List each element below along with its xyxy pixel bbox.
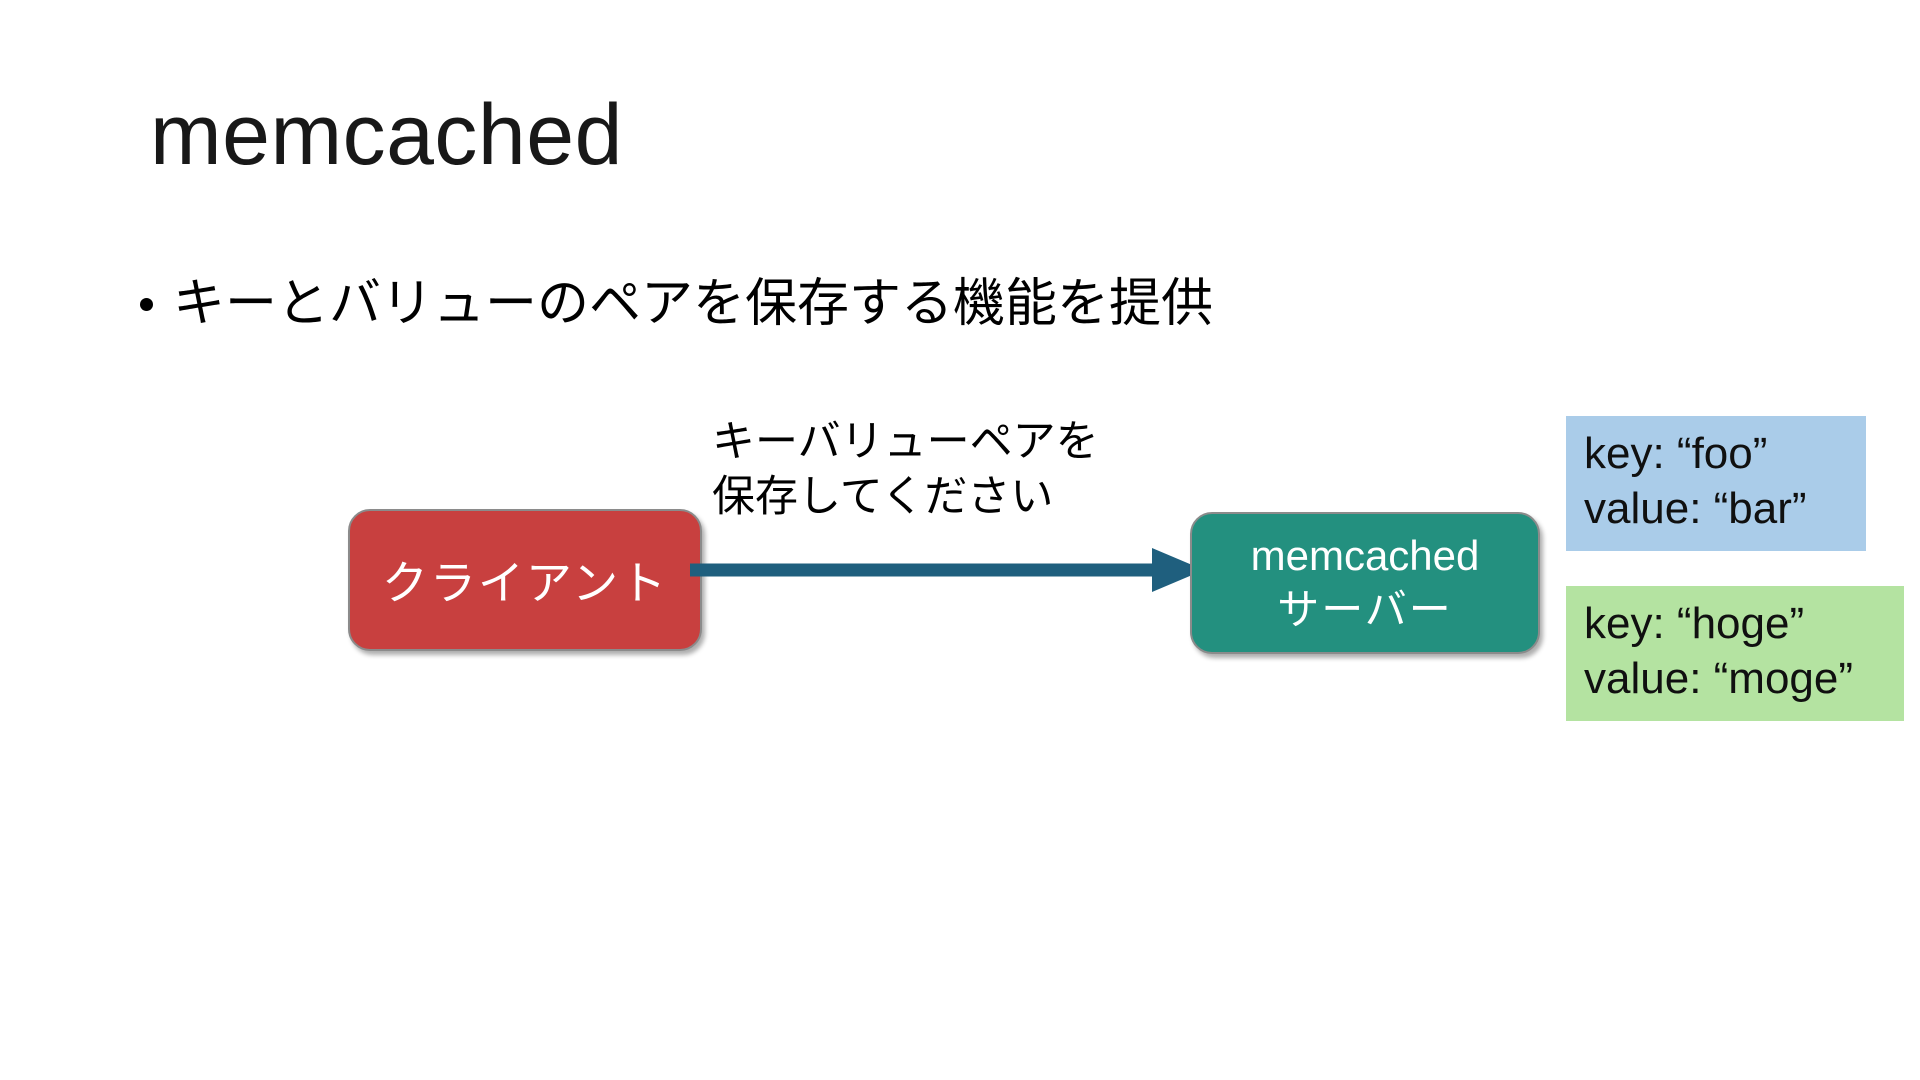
client-node-label: クライアント bbox=[381, 557, 669, 609]
callout-green-keyvalue: key: “hoge” value: “moge” bbox=[1566, 586, 1904, 721]
server-node-label-line-1: memcached bbox=[1250, 532, 1480, 580]
flow-arrow-icon bbox=[690, 548, 1204, 592]
arrow-caption-line-2: 保存してください bbox=[712, 473, 1054, 522]
bullet-item-label: キーとバリューのペアを保存する機能を提供 bbox=[173, 275, 1214, 333]
page-title: memcached bbox=[150, 87, 623, 183]
bullet-marker-icon bbox=[140, 298, 153, 312]
arrow-caption-line-1: キーバリューペアを bbox=[712, 418, 1099, 466]
memcached-server-node[interactable]: memcached サーバー bbox=[1190, 512, 1540, 654]
client-node[interactable]: クライアント bbox=[348, 509, 702, 651]
callout-blue-key: key: “foo” bbox=[1584, 429, 1768, 478]
bullet-list-item: キーとバリューのペアを保存する機能を提供 bbox=[140, 275, 1214, 333]
callout-green-key: key: “hoge” bbox=[1584, 599, 1805, 648]
callout-green-value: value: “moge” bbox=[1584, 654, 1854, 704]
callout-blue-keyvalue: key: “foo” value: “bar” bbox=[1566, 416, 1866, 551]
arrow-caption: キーバリューペアを 保存してください bbox=[712, 415, 1099, 525]
callout-blue-value: value: “bar” bbox=[1584, 484, 1807, 534]
server-node-label-line-2: サーバー bbox=[1277, 586, 1453, 633]
